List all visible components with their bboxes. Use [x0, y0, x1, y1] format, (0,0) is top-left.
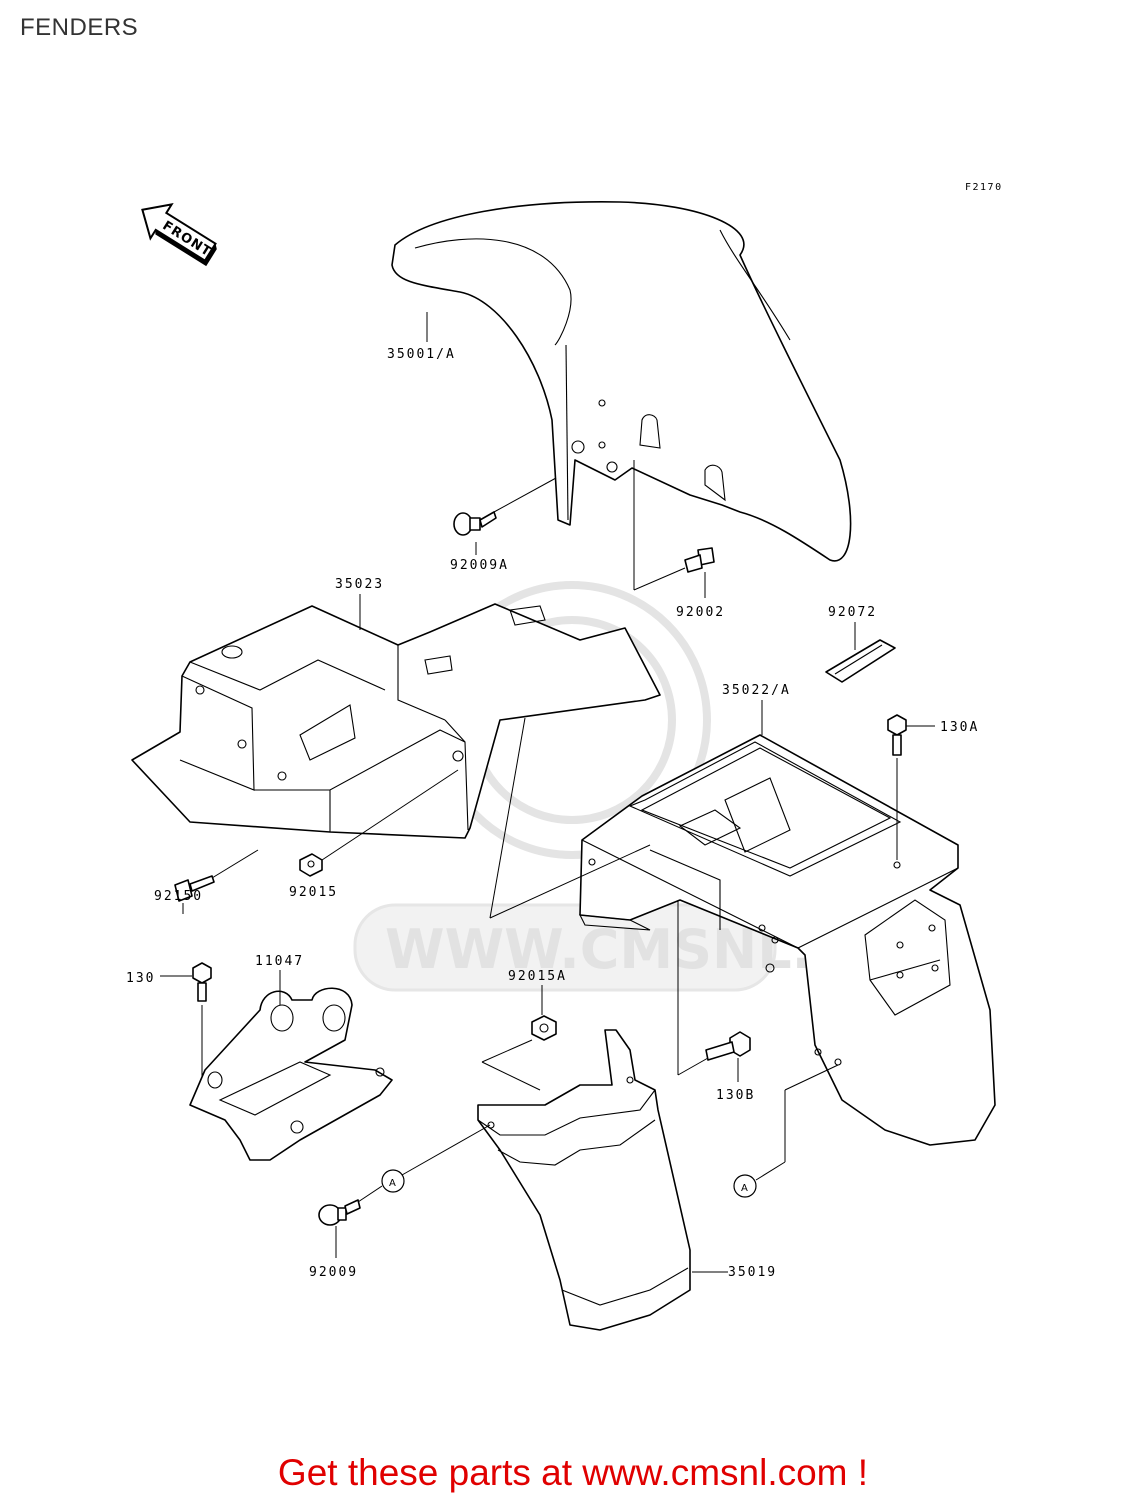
inner-fender [131, 603, 661, 839]
bolt-130a [887, 714, 907, 756]
mud-flap [477, 1029, 691, 1331]
label-130a: 130A [940, 720, 979, 735]
label-35001A: 35001/A [387, 347, 456, 362]
bolt-92002 [684, 547, 715, 573]
reference-a-left: A [381, 1169, 405, 1193]
label-92015a: 92015A [508, 969, 567, 984]
label-130b: 130B [716, 1088, 755, 1103]
reference-a-right: A [733, 1174, 757, 1198]
figure-code: F2170 [965, 182, 1003, 193]
page-title: FENDERS [20, 14, 139, 41]
bolt-92150 [174, 875, 215, 902]
label-130: 130 [126, 971, 155, 986]
front-arrow-icon: FRONT [141, 203, 217, 267]
label-35022a: 35022/A [722, 683, 791, 698]
label-92072: 92072 [828, 605, 877, 620]
label-35023: 35023 [335, 577, 384, 592]
label-92009a: 92009A [450, 558, 509, 573]
bolt-92009a [453, 511, 497, 536]
bracket-11047 [189, 987, 393, 1161]
reference-a-left-label: A [389, 1178, 396, 1189]
label-92150: 92150 [154, 889, 203, 904]
label-92015: 92015 [289, 885, 338, 900]
strap-92072 [825, 639, 896, 683]
label-92009: 92009 [309, 1265, 358, 1280]
bolt-130b [705, 1031, 751, 1061]
front-fender [391, 201, 852, 562]
label-11047: 11047 [255, 954, 304, 969]
bolt-130 [192, 962, 212, 1002]
nut-92015a [531, 1015, 557, 1041]
promo-link[interactable]: Get these parts at www.cmsnl.com ! [277, 1452, 869, 1493]
label-35019: 35019 [728, 1265, 777, 1280]
bolt-92009 [318, 1199, 361, 1226]
rear-fender [579, 734, 996, 1146]
reference-a-right-label: A [741, 1183, 748, 1194]
label-92002: 92002 [676, 605, 725, 620]
nut-92015 [299, 853, 323, 877]
